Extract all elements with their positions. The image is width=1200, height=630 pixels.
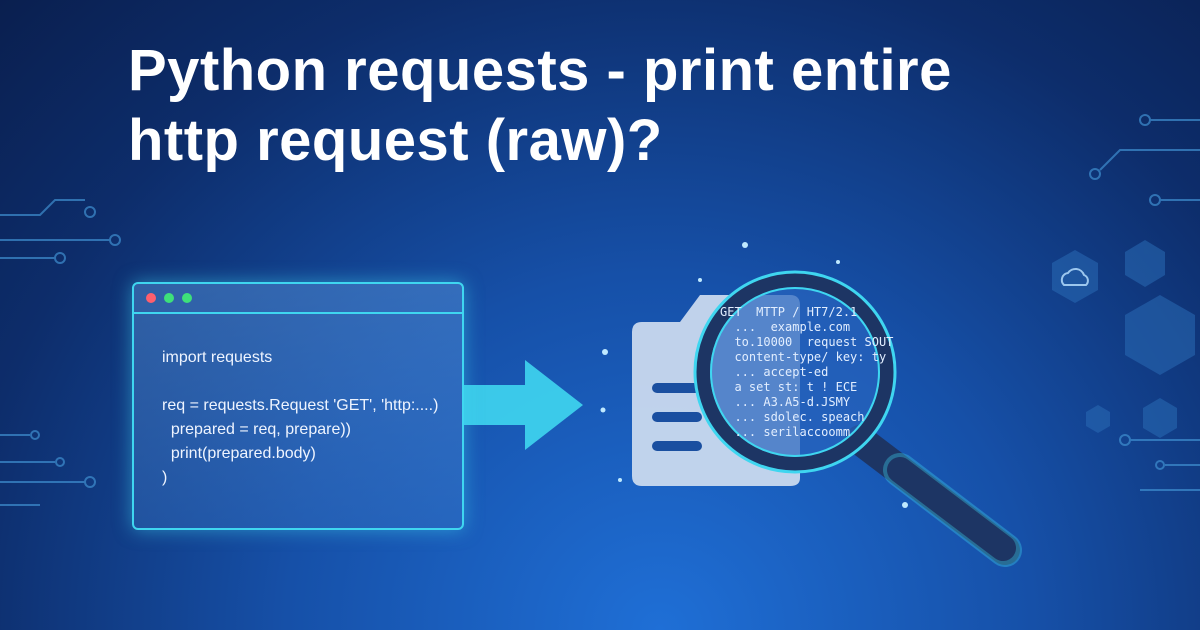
title-line-1: Python requests - print entire — [128, 38, 952, 103]
arrow-icon — [462, 360, 583, 450]
title-line-2: http request (raw)? — [128, 108, 663, 173]
code-line: ) — [162, 469, 168, 486]
page-title: Python requests - print entire http requ… — [128, 36, 952, 176]
magnifier-icon — [693, 270, 1022, 567]
close-dot-icon — [146, 293, 156, 303]
code-block: import requests req = requests.Request '… — [162, 346, 438, 490]
minimize-dot-icon — [164, 293, 174, 303]
circuit-lines-right — [1089, 114, 1200, 491]
code-window: import requests req = requests.Request '… — [132, 282, 464, 530]
circuit-lines-left — [0, 199, 121, 506]
magnified-line: ... sdolec. speach — [720, 410, 865, 424]
code-line: print(prepared.body) — [162, 445, 316, 462]
code-line: import requests — [162, 349, 273, 366]
magnified-line: ... accept-ed — [720, 365, 829, 379]
magnified-line: a set st: t ! ECE — [720, 380, 858, 394]
sparkles — [600, 242, 908, 508]
hexagons — [1052, 240, 1195, 438]
magnified-line: GET MTTP / HT7/2.1 — [720, 305, 858, 319]
magnified-line: ... example.com — [720, 320, 851, 334]
magnified-line: ... A3.A5-d.JSMY — [720, 395, 851, 409]
code-line: req = requests.Request 'GET', 'http:....… — [162, 397, 439, 414]
code-line — [162, 370, 438, 394]
maximize-dot-icon — [182, 293, 192, 303]
magnified-line: ... serilaccoomm — [720, 425, 851, 439]
cloud-icon — [1060, 268, 1089, 286]
magnified-line: content-type/ key: ty — [720, 350, 887, 364]
magnified-request-text: GET MTTP / HT7/2.1 ... example.com to.10… — [720, 305, 894, 440]
code-line: prepared = req, prepare)) — [162, 421, 351, 438]
magnified-line: to.10000 request SOUT — [720, 335, 894, 349]
window-titlebar — [134, 284, 462, 314]
